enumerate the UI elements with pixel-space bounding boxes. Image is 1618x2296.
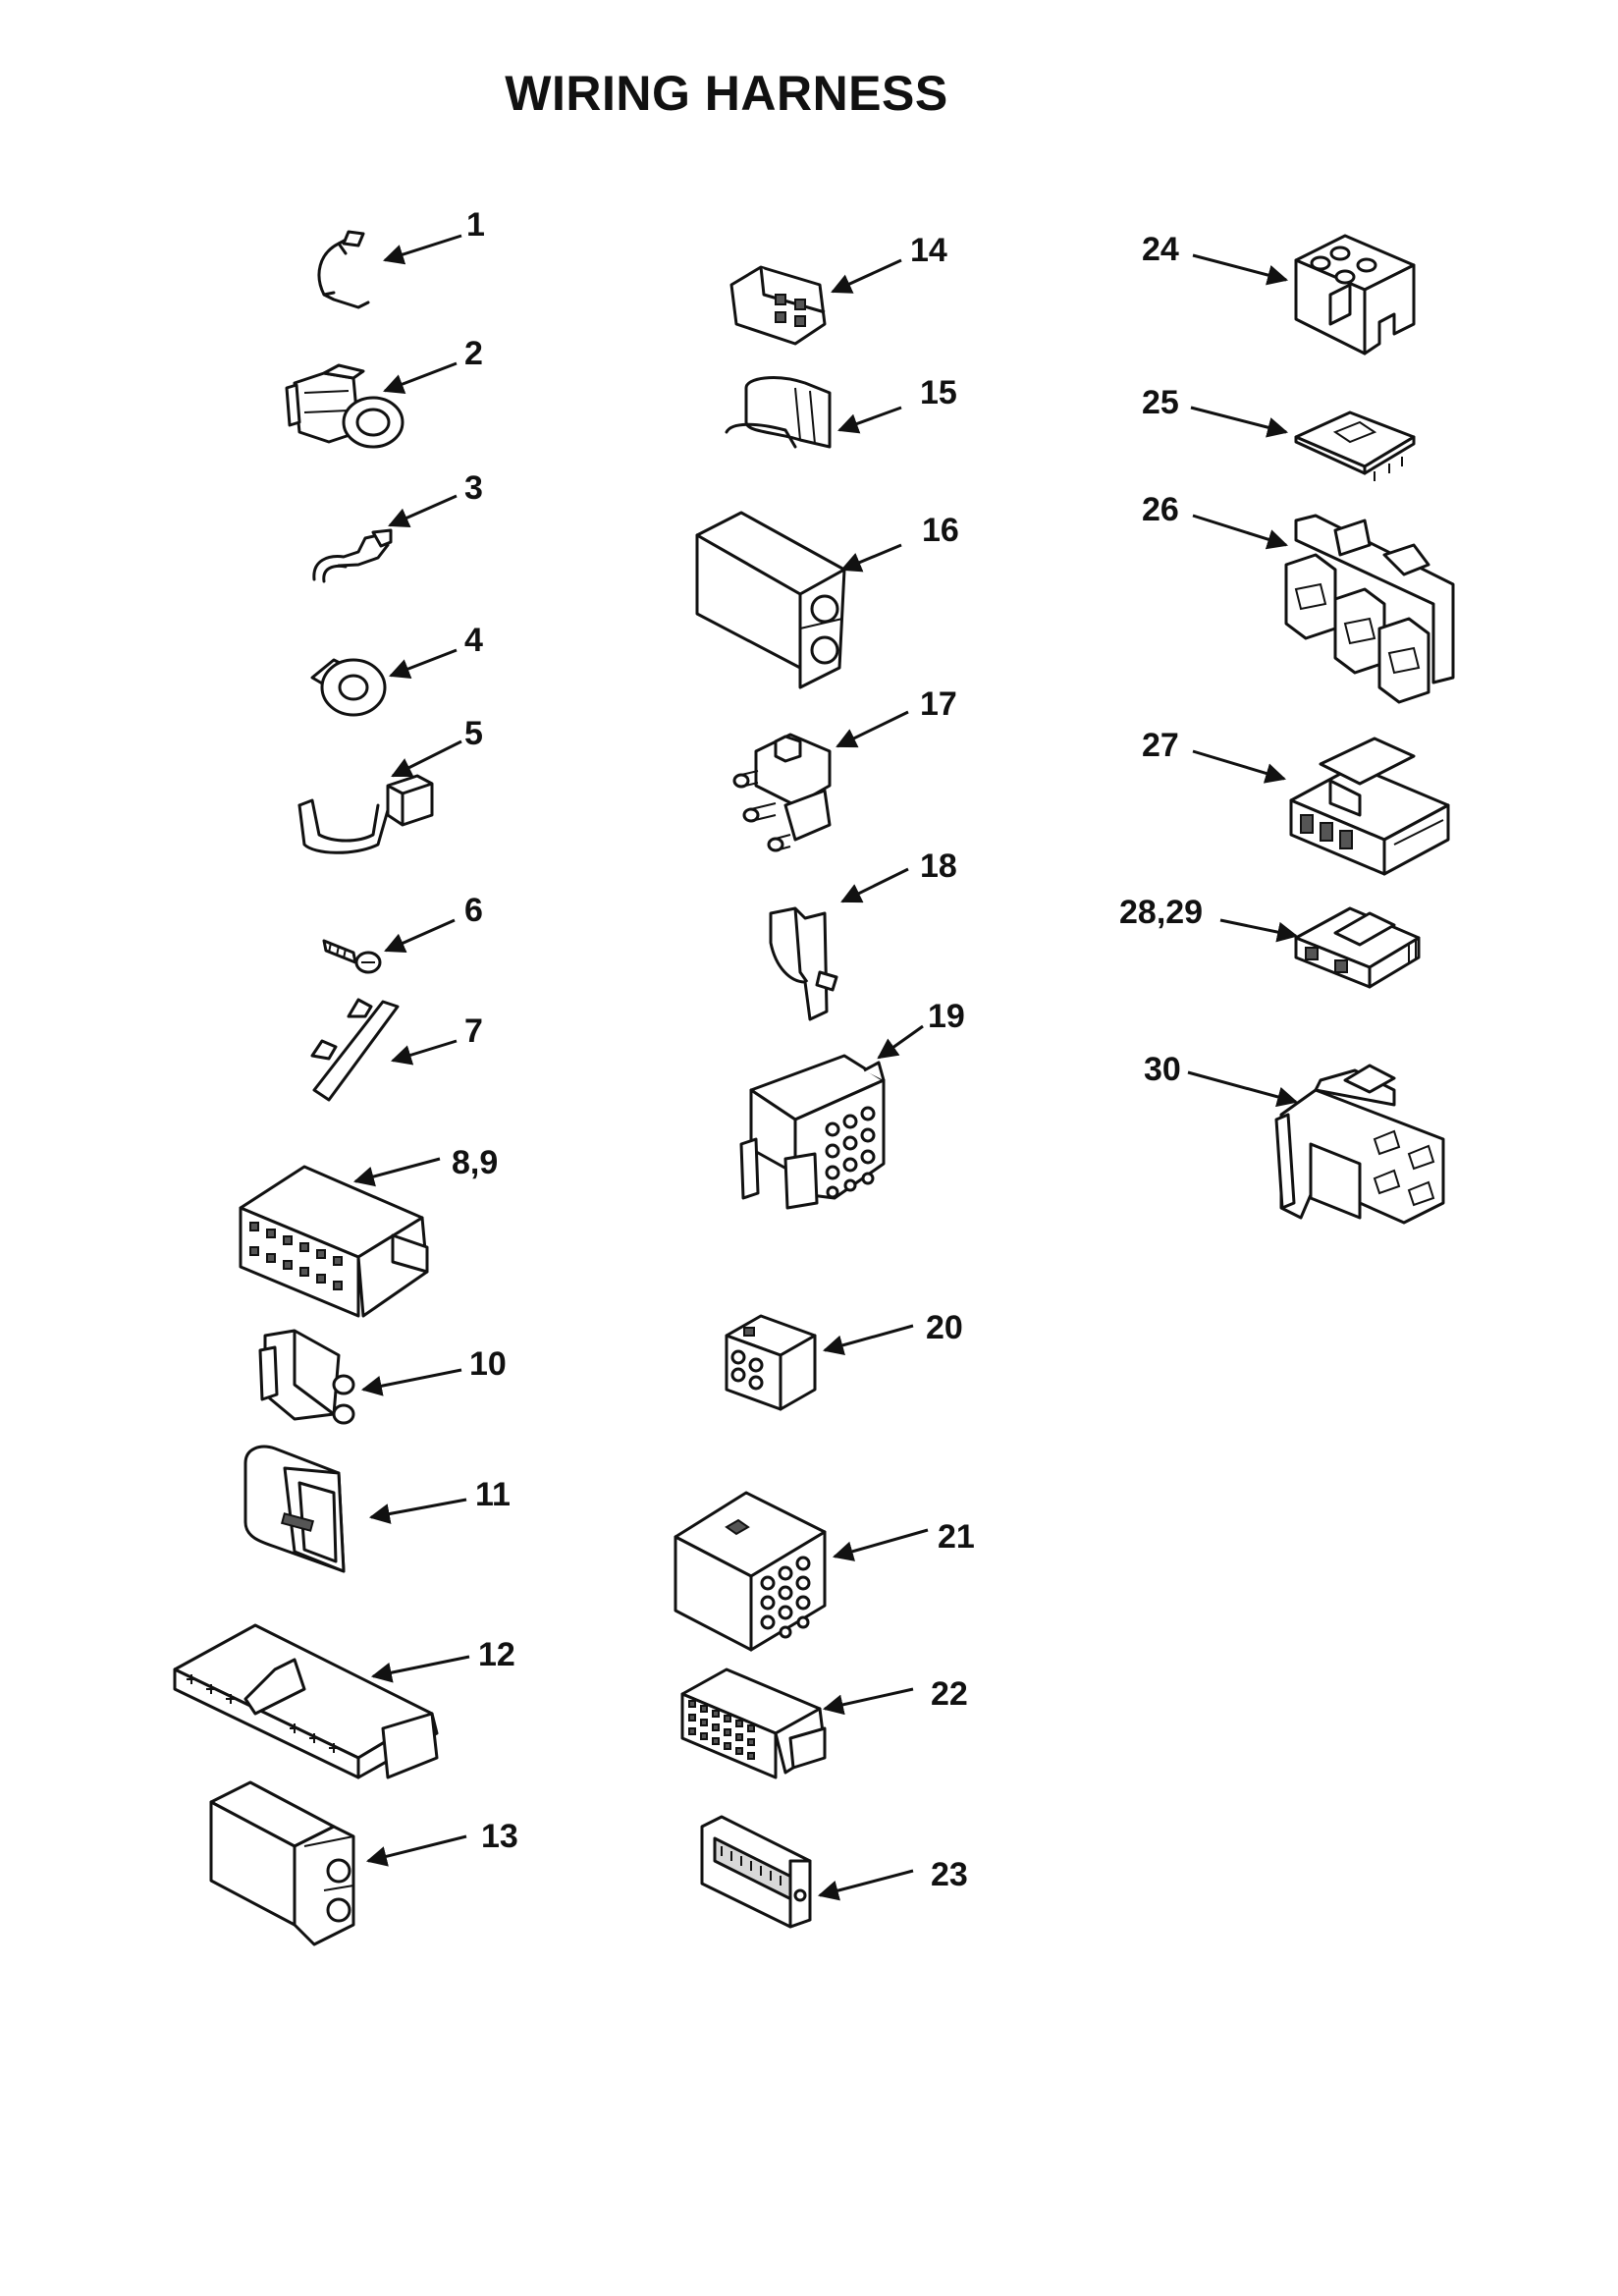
callout-23: 23	[931, 1856, 968, 1893]
part-28-29-plug	[1294, 906, 1421, 989]
part-13-housing	[209, 1780, 355, 1946]
leader-arrow-20	[822, 1324, 914, 1356]
callout-5: 5	[464, 715, 483, 752]
part-20-housing	[725, 1314, 817, 1411]
callout-11: 11	[475, 1476, 511, 1513]
leader-arrow-23	[817, 1869, 914, 1901]
callout-8-9: 8,9	[452, 1144, 499, 1181]
callout-16: 16	[922, 512, 959, 549]
leader-arrow-19	[877, 1024, 924, 1060]
leader-arrow-15	[837, 406, 902, 434]
part-8-9-housing	[239, 1165, 429, 1318]
leader-arrow-5	[391, 739, 462, 778]
leader-arrow-21	[832, 1528, 929, 1561]
part-6-screw	[322, 939, 382, 974]
callout-6: 6	[464, 892, 483, 929]
part-4-ring-clip	[310, 658, 387, 717]
callout-13: 13	[481, 1818, 518, 1855]
leader-arrow-11	[368, 1498, 467, 1524]
part-7-tab-strip	[310, 998, 400, 1102]
part-25-board	[1294, 410, 1416, 481]
callout-15: 15	[920, 374, 957, 411]
leader-arrow-14	[831, 258, 902, 294]
leader-arrow-1	[383, 234, 462, 265]
callout-4: 4	[464, 622, 483, 659]
part-18-bracket	[769, 906, 838, 1021]
part-3-hook-clip	[312, 528, 393, 583]
callout-3: 3	[464, 469, 483, 507]
callout-14: 14	[910, 232, 947, 269]
leader-arrow-22	[822, 1687, 914, 1716]
leader-arrow-25	[1190, 406, 1289, 438]
callout-20: 20	[926, 1309, 963, 1346]
part-24-relay-block	[1294, 234, 1416, 355]
part-23-header	[700, 1815, 812, 1929]
part-17-cross-housing	[732, 733, 832, 852]
part-21-housing	[674, 1491, 827, 1652]
part-11-latch-housing	[243, 1445, 346, 1573]
callout-19: 19	[928, 998, 965, 1035]
part-16-housing	[695, 511, 846, 689]
leader-arrow-3	[388, 494, 458, 527]
callout-18: 18	[920, 847, 957, 885]
leader-arrow-4	[389, 648, 458, 679]
leader-arrow-10	[360, 1368, 462, 1396]
part-2-cable-clamp	[285, 363, 404, 449]
part-5-saddle-clamp	[297, 774, 434, 854]
callout-10: 10	[469, 1345, 507, 1383]
leader-arrow-26	[1192, 514, 1289, 550]
part-26-relay-socket	[1284, 514, 1455, 704]
part-19-housing	[739, 1054, 886, 1210]
callout-27: 27	[1142, 727, 1179, 764]
leader-arrow-30	[1187, 1070, 1299, 1108]
part-27-latch-housing	[1289, 737, 1450, 876]
callout-7: 7	[464, 1012, 483, 1050]
part-1-wire-clip	[317, 230, 370, 309]
leader-arrow-12	[370, 1655, 470, 1683]
part-15-sleeve	[725, 376, 832, 449]
leader-arrow-16	[840, 543, 902, 573]
callout-25: 25	[1142, 384, 1179, 421]
callout-1: 1	[466, 206, 485, 244]
part-14-housing	[729, 265, 827, 346]
callout-2: 2	[464, 335, 483, 372]
part-22-housing	[680, 1667, 827, 1779]
callout-22: 22	[931, 1675, 968, 1713]
leader-arrow-13	[365, 1834, 467, 1867]
leader-arrow-2	[383, 361, 458, 395]
part-30-socket-block	[1274, 1064, 1445, 1225]
part-12-terminal-strip	[173, 1623, 439, 1779]
page-title: WIRING HARNESS	[505, 66, 948, 121]
callout-24: 24	[1142, 231, 1179, 268]
leader-arrow-28-29	[1219, 918, 1299, 943]
callout-21: 21	[938, 1518, 975, 1556]
leader-arrow-6	[384, 918, 456, 953]
leader-arrow-8-9	[352, 1157, 441, 1187]
callout-26: 26	[1142, 491, 1179, 528]
part-10-plug	[258, 1329, 355, 1425]
leader-arrow-18	[840, 867, 909, 903]
leader-arrow-17	[836, 710, 909, 748]
leader-arrow-7	[390, 1039, 458, 1066]
callout-17: 17	[920, 685, 957, 723]
callout-12: 12	[478, 1636, 515, 1673]
leader-arrow-27	[1192, 749, 1287, 784]
leader-arrow-24	[1192, 253, 1289, 286]
callout-30: 30	[1144, 1051, 1181, 1088]
callout-28-29: 28,29	[1119, 894, 1204, 931]
